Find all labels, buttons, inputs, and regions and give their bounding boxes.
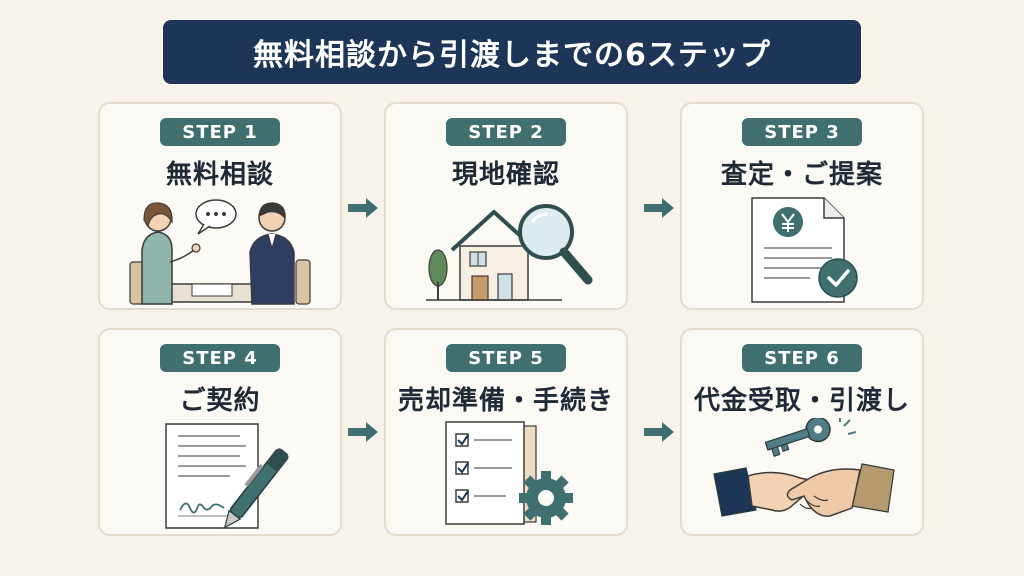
step-card-4: STEP 4 ご契約 [98,328,342,536]
house-magnifier-icon [426,204,593,301]
step-title: 無料相談 [165,160,274,190]
page-title: 無料相談から引渡しまでの6ステップ [163,20,861,84]
consultation-people-icon [129,199,311,305]
step-title: 査定・ご提案 [720,160,883,190]
step-badge: STEP 3 [742,118,862,146]
arrow-right-icon [348,422,378,442]
step-title: 売却準備・手続き [397,386,614,416]
arrow-right-icon [348,198,378,218]
step-title: ご契約 [179,386,261,416]
step-badge: STEP 5 [446,344,566,372]
step-badge: STEP 1 [160,118,280,146]
step-card-2: STEP 2 現地確認 [384,102,628,310]
yen-document-check-icon [751,197,858,303]
step-badge: STEP 6 [742,344,862,372]
arrow-right-icon [644,422,674,442]
step-card-5: STEP 5 売却準備・手続き [384,328,628,536]
step-card-1: STEP 1 無料相談 [98,102,342,310]
step-title: 代金受取・引渡し [693,386,910,416]
step-badge: STEP 4 [160,344,280,372]
contract-pen-icon [165,423,289,529]
step-badge: STEP 2 [446,118,566,146]
checklist-gear-icon [445,421,573,525]
arrow-right-icon [644,198,674,218]
key-handshake-icon [713,418,895,517]
step-title: 現地確認 [451,160,560,190]
step-card-6: STEP 6 代金受取・引渡し [680,328,924,536]
step-card-3: STEP 3 査定・ご提案 [680,102,924,310]
